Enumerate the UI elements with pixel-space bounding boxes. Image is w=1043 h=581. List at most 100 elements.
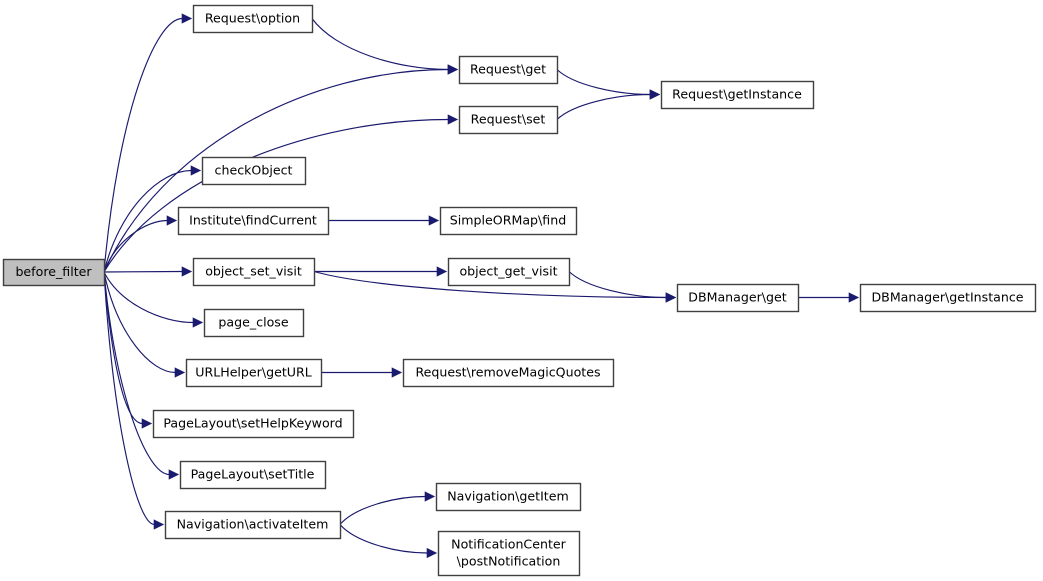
node-box-request_option[interactable] (192, 4, 314, 34)
arrowhead-request_option-to-request_get (447, 64, 459, 75)
node-label-notificationcenter_postnotification-line1: NotificationCenter (451, 537, 566, 552)
edge-object_get_visit-to-dbmanager_get (568, 271, 667, 299)
node-label-pagelayout_sethelpkeyword: PageLayout\setHelpKeyword (163, 416, 342, 431)
node-dbmanager_get[interactable]: DBManager\get (676, 283, 800, 313)
arrowhead-before_filter-to-institute_findcurrent (166, 215, 178, 226)
edge-before_filter-to-checkobject (103, 169, 192, 273)
node-box-before_filter[interactable] (2, 258, 106, 287)
node-box-notificationcenter_postnotification[interactable] (437, 530, 581, 577)
node-box-object_set_visit[interactable] (192, 257, 316, 287)
node-before_filter[interactable]: before_filter (2, 258, 106, 287)
node-box-request_removemagicquotes[interactable] (402, 358, 615, 388)
node-label-urlhelper_geturl: URLHelper\getURL (195, 365, 312, 380)
node-simpleormap_find[interactable]: SimpleORMap\find (439, 206, 578, 236)
arrowhead-object_set_visit-to-object_get_visit (436, 266, 448, 277)
edge-before_filter-to-object_set_visit (103, 270, 183, 273)
arrowhead-institute_findcurrent-to-simpleormap_find (428, 215, 440, 226)
node-label-before_filter: before_filter (15, 264, 92, 279)
node-page_close[interactable]: page_close (203, 308, 305, 338)
arrowhead-before_filter-to-pagelayout_sethelpkeyword (141, 418, 153, 429)
edge-request_get-to-request_getinstance (556, 69, 651, 96)
node-label-simpleormap_find: SimpleORMap\find (450, 213, 566, 228)
arrowhead-before_filter-to-object_set_visit (181, 266, 193, 277)
edge-layer (103, 13, 860, 559)
node-pagelayout_settitle[interactable]: PageLayout\setTitle (179, 460, 327, 490)
node-label-request_getinstance: Request\getInstance (672, 87, 802, 102)
node-institute_findcurrent[interactable]: Institute\findCurrent (177, 206, 330, 236)
arrowhead-object_get_visit-to-dbmanager_get (665, 292, 677, 303)
node-box-pagelayout_sethelpkeyword[interactable] (152, 409, 355, 439)
arrowhead-before_filter-to-navigation_activateitem (153, 519, 165, 530)
edge-before_filter-to-request_option (103, 17, 183, 273)
node-label-request_get: Request\get (470, 62, 546, 77)
node-request_set[interactable]: Request\set (458, 105, 559, 135)
node-navigation_activateitem[interactable]: Navigation\activateItem (164, 510, 342, 540)
arrowhead-before_filter-to-request_set (447, 114, 459, 125)
node-label-checkobject: checkObject (215, 163, 293, 178)
edge-request_option-to-request_get (311, 18, 449, 71)
node-label-page_close: page_close (218, 315, 288, 330)
arrowhead-before_filter-to-request_option (181, 13, 193, 24)
node-layer: before_filter Request\optionRequest\getRe… (2, 4, 1037, 577)
node-request_get[interactable]: Request\get (458, 55, 559, 85)
arrowhead-before_filter-to-checkobject (190, 165, 202, 176)
node-label-object_get_visit: object_get_visit (459, 264, 557, 279)
node-label-pagelayout_settitle: PageLayout\setTitle (191, 467, 315, 482)
edge-before_filter-to-navigation_activateitem (103, 271, 155, 526)
edge-before_filter-to-page_close (103, 271, 194, 324)
node-box-institute_findcurrent[interactable] (177, 206, 330, 236)
node-box-dbmanager_get[interactable] (676, 283, 800, 313)
node-label-object_set_visit: object_set_visit (205, 264, 302, 279)
node-dbmanager_getinstance[interactable]: DBManager\getInstance (859, 283, 1037, 313)
node-label-navigation_getitem: Navigation\getItem (447, 489, 569, 504)
arrowhead-request_set-to-request_getinstance (649, 89, 661, 100)
node-box-navigation_getitem[interactable] (435, 482, 582, 512)
edge-before_filter-to-pagelayout_settitle (103, 271, 170, 476)
node-box-request_get[interactable] (458, 55, 559, 85)
node-box-dbmanager_getinstance[interactable] (859, 283, 1037, 313)
edge-request_set-to-request_getinstance (556, 93, 651, 120)
node-box-pagelayout_settitle[interactable] (179, 460, 327, 490)
node-box-page_close[interactable] (203, 308, 305, 338)
node-label-dbmanager_getinstance: DBManager\getInstance (871, 290, 1023, 305)
node-request_option[interactable]: Request\option (192, 4, 314, 34)
node-box-object_get_visit[interactable] (447, 257, 571, 287)
node-box-navigation_activateitem[interactable] (164, 510, 342, 540)
node-label-request_removemagicquotes: Request\removeMagicQuotes (415, 365, 600, 380)
arrowhead-before_filter-to-pagelayout_settitle (168, 469, 180, 480)
node-request_removemagicquotes[interactable]: Request\removeMagicQuotes (402, 358, 615, 388)
node-navigation_getitem[interactable]: Navigation\getItem (435, 482, 582, 512)
node-object_get_visit[interactable]: object_get_visit (447, 257, 571, 287)
node-notificationcenter_postnotification[interactable]: NotificationCenter \postNotification (437, 530, 581, 577)
node-request_getinstance[interactable]: Request\getInstance (660, 80, 815, 110)
edge-before_filter-to-request_set (103, 118, 449, 273)
node-label-notificationcenter_postnotification-line2: \postNotification (457, 554, 561, 569)
arrowhead-dbmanager_get-to-dbmanager_getinstance (848, 292, 860, 303)
node-label-navigation_activateitem: Navigation\activateItem (177, 517, 329, 532)
node-object_set_visit[interactable]: object_set_visit (192, 257, 316, 287)
node-box-simpleormap_find[interactable] (439, 206, 578, 236)
node-checkobject[interactable]: checkObject (201, 156, 307, 186)
node-label-dbmanager_get: DBManager\get (688, 290, 787, 305)
node-label-institute_findcurrent: Institute\findCurrent (189, 213, 317, 228)
arrowhead-navigation_activateitem-to-notificationcenter_postnotification (426, 547, 438, 559)
node-urlhelper_geturl[interactable]: URLHelper\getURL (185, 358, 323, 388)
arrowhead-urlhelper_geturl-to-request_removemagicquotes (391, 367, 403, 378)
arrowhead-before_filter-to-urlhelper_geturl (174, 367, 186, 378)
edge-before_filter-to-urlhelper_geturl (103, 271, 176, 374)
node-pagelayout_sethelpkeyword[interactable]: PageLayout\setHelpKeyword (152, 409, 355, 439)
arrowhead-before_filter-to-page_close (192, 317, 204, 328)
node-label-request_set: Request\set (471, 112, 546, 127)
node-label-request_option: Request\option (205, 11, 300, 26)
arrowhead-navigation_activateitem-to-navigation_getitem (424, 491, 436, 502)
node-box-request_getinstance[interactable] (660, 80, 815, 110)
edge-before_filter-to-institute_findcurrent (103, 219, 168, 273)
node-box-request_set[interactable] (458, 105, 559, 135)
edge-navigation_activateitem-to-navigation_getitem (339, 495, 426, 525)
edge-before_filter-to-request_get (103, 68, 449, 273)
node-box-checkobject[interactable] (201, 156, 307, 186)
edge-object_set_visit-to-dbmanager_get (313, 270, 667, 299)
node-box-urlhelper_geturl[interactable] (185, 358, 323, 388)
